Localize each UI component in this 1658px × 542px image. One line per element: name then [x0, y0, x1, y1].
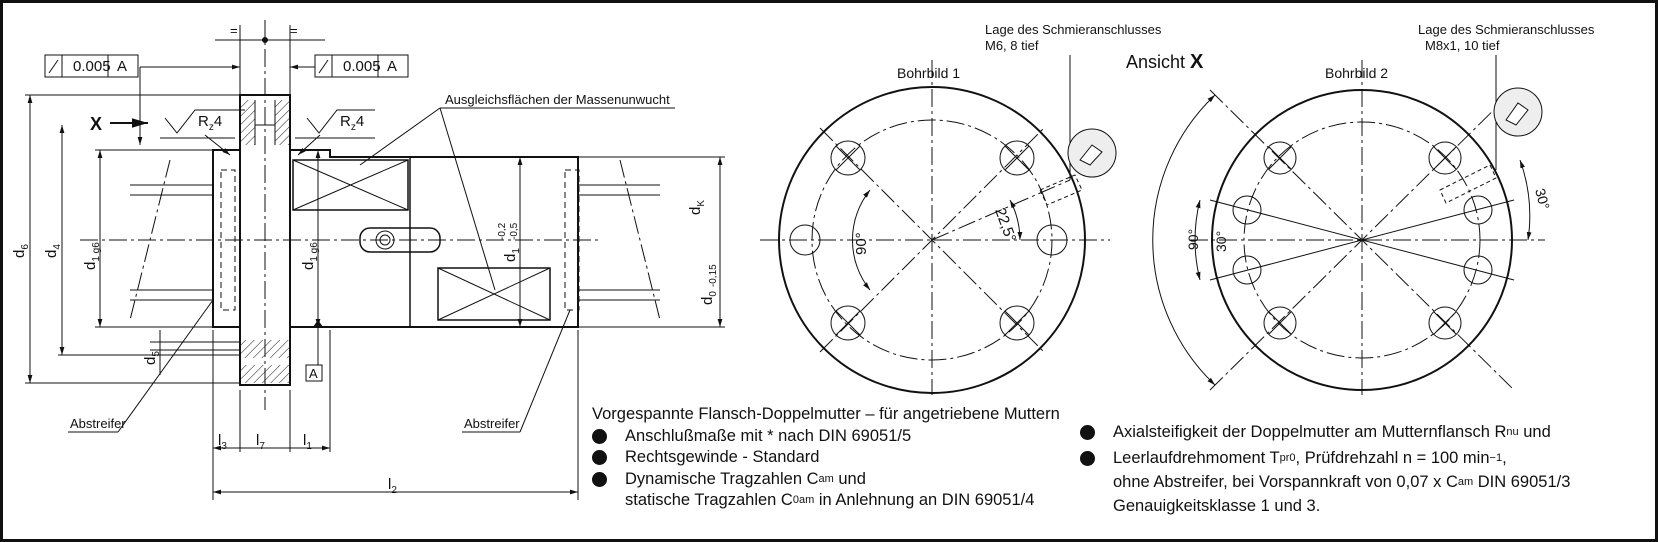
dim-l2: l2: [388, 476, 397, 496]
bullet-icon: [592, 428, 607, 444]
bohrbild-2-angle-a: 30°: [1213, 231, 1229, 252]
svg-text:-0,2: -0,2: [497, 222, 508, 240]
dim-d1: d1 -0,2-0,5: [497, 222, 522, 262]
bohrbild-1-lube-size: M6, 8 tief: [985, 38, 1039, 53]
wiper-right-label: Abstreifer: [464, 416, 520, 431]
dim-dK: dK: [687, 200, 707, 215]
bohrbild-1-angle-main: 90°: [853, 232, 870, 255]
equal-mark: =: [230, 23, 238, 38]
svg-text:d1 g6: d1 g6: [300, 242, 320, 270]
tolerance-left-datum: A: [117, 58, 127, 75]
bullet-icon: [592, 471, 607, 487]
note-item: Anschlußmaße mit * nach DIN 69051/5: [592, 426, 1062, 448]
notes-right: Axialsteifigkeit der Doppelmutter am Mut…: [1080, 420, 1570, 518]
roughness-symbol-right: [306, 109, 375, 134]
bohrbild-2-lube-size: M8x1, 10 tief: [1425, 38, 1500, 53]
dim-d6: d6: [11, 244, 31, 258]
notes-heading: Vorgespannte Flansch-Doppelmutter – für …: [592, 405, 1060, 423]
tolerance-frame-right: [314, 54, 409, 78]
runout-icon: [318, 59, 329, 74]
svg-text:d5: d5: [142, 351, 162, 365]
dim-d4: d4: [43, 244, 63, 258]
bolt-holes: [1232, 141, 1493, 340]
note-continuation: ohne Abstreifer, bei Vorspannkraft von 0…: [1113, 473, 1571, 491]
svg-text:d6: d6: [11, 244, 31, 258]
bohrbild-1: [760, 55, 1117, 395]
bullet-icon: [592, 450, 607, 466]
bohrbild-1-lube-label: Lage des Schmieranschlusses: [985, 22, 1162, 37]
note-item: Rechtsgewinde - Standard: [592, 447, 1062, 469]
nut-body: [290, 149, 579, 328]
dim-l3: l3: [218, 432, 227, 452]
bohrbild-2-lube-label: Lage des Schmieranschlusses: [1418, 22, 1595, 37]
bullet-icon: [1080, 450, 1095, 466]
roughness-left: Rz4: [198, 113, 222, 133]
equal-mark: =: [290, 23, 298, 38]
tolerance-right-datum: A: [387, 58, 397, 75]
bohrbild-2-angle-b: 30°: [1532, 187, 1553, 212]
lube-screw: [359, 227, 441, 253]
datum-box: [305, 364, 323, 382]
wiper-left-label: Abstreifer: [70, 416, 126, 431]
view-marker: X: [90, 114, 102, 134]
note-continuation: Genauigkeitsklasse 1 und 3.: [1113, 497, 1321, 515]
tolerance-right-value: 0.005: [343, 58, 381, 75]
svg-text:d1: d1: [502, 248, 522, 262]
tolerance-frame-left: [44, 54, 139, 78]
dim-d1g6-left: d1 g6: [82, 242, 102, 270]
svg-text:d0-0,15: d0-0,15: [699, 264, 719, 305]
bohrbild-2: [1152, 55, 1545, 395]
side-view-labels: 0.005 A 0.005 A = = X Rz4 Rz4 Ausgleichs…: [11, 23, 719, 496]
dim-d0-label: d0-0,15: [699, 264, 719, 305]
balance-surface-bottom: [437, 267, 551, 321]
notes-left: Vorgespannte Flansch-Doppelmutter – für …: [592, 404, 1062, 512]
svg-text:d1 g6: d1 g6: [82, 242, 102, 270]
hub-left: [212, 149, 241, 328]
tolerance-left-value: 0.005: [73, 58, 111, 75]
balance-surface-label: Ausgleichsflächen der Massenunwucht: [445, 92, 670, 107]
note-item: Axialsteifigkeit der Doppelmutter am Mut…: [1080, 420, 1570, 444]
roughness-symbol-left: [164, 109, 245, 134]
side-view: [25, 20, 725, 500]
datum-label: A: [309, 366, 318, 381]
dim-d5: d5: [142, 351, 162, 365]
bohrbild-2-title: Bohrbild 2: [1325, 65, 1388, 81]
dim-l1: l1: [303, 432, 312, 452]
balance-surface-top: [292, 159, 409, 211]
svg-text:d4: d4: [43, 244, 63, 258]
bolt-holes: [789, 140, 1068, 341]
runout-icon: [48, 59, 59, 74]
bullet-icon: [1080, 424, 1095, 440]
roughness-right: Rz4: [340, 113, 364, 133]
bohrbild-1-title: Bohrbild 1: [897, 65, 960, 81]
svg-text:dK: dK: [687, 200, 707, 215]
dim-d1g6-mid: d1 g6: [300, 242, 320, 270]
svg-text:-0,5: -0,5: [509, 222, 520, 240]
bohrbild-2-angle-main: 90°: [1185, 229, 1201, 250]
dim-l7: l7: [256, 432, 265, 452]
